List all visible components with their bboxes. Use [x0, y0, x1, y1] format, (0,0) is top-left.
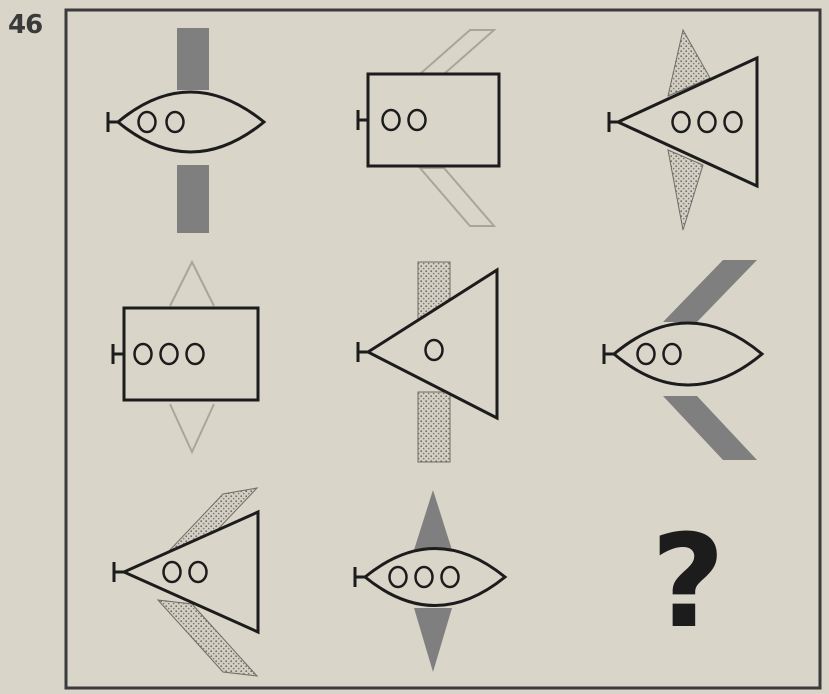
cell-3-3[interactable]: ? [651, 508, 725, 657]
cell-2-2 [358, 262, 497, 462]
question-mark[interactable]: ? [651, 508, 725, 657]
fin-top [420, 30, 494, 74]
cell-3-1 [114, 488, 258, 676]
fin-top [663, 260, 757, 322]
cell-1-2 [358, 30, 499, 226]
fin-bottom [418, 392, 450, 462]
fin-bottom [668, 150, 703, 230]
fin-top [170, 262, 214, 306]
cell-2-1 [113, 262, 258, 452]
fin-bottom [420, 168, 494, 226]
fin-bottom [414, 608, 452, 672]
fin-top [414, 490, 452, 550]
cell-2-3 [604, 260, 762, 460]
body-rectangle [124, 308, 258, 400]
body-lens [614, 323, 762, 385]
cell-1-1 [108, 28, 264, 233]
cell-1-3 [609, 30, 757, 230]
fin-top [177, 28, 209, 90]
fin-bottom [663, 396, 757, 460]
body-rectangle [368, 74, 499, 166]
body-lens [118, 92, 264, 152]
fin-bottom [170, 404, 214, 452]
body-lens [365, 549, 505, 606]
cell-3-2 [355, 490, 505, 672]
fin-bottom [177, 165, 209, 233]
